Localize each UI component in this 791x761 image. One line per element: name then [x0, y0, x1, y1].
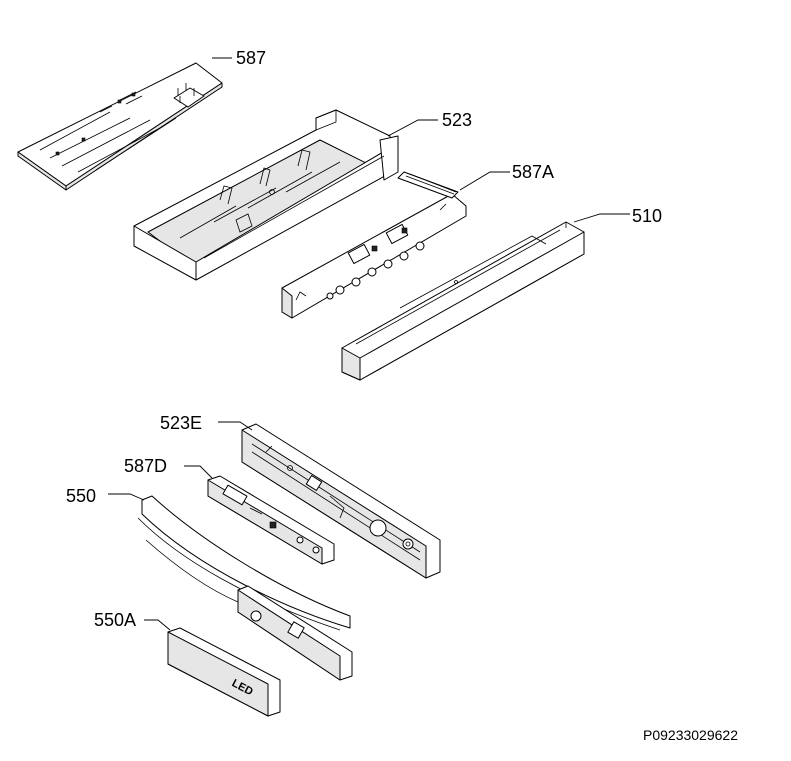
part-587A-control-board [281, 171, 467, 319]
part-523-housing [133, 109, 399, 281]
leader-510 [573, 213, 630, 223]
part-587D-display-board [207, 475, 335, 565]
callout-587: 587 [236, 48, 266, 68]
part-550A-led-cover: LED [167, 627, 281, 717]
callout-550: 550 [66, 486, 96, 506]
leader-523 [387, 119, 438, 137]
callout-510: 510 [632, 206, 662, 226]
leader-587D [184, 465, 213, 479]
part-587-circuit-board [17, 62, 223, 191]
callout-587D: 587D [124, 456, 167, 476]
part-523E-fascia-frame [241, 423, 441, 579]
leader-523E [218, 421, 253, 431]
part-510-front-strip [341, 221, 585, 381]
board-components [295, 203, 447, 301]
callout-587A: 587A [512, 162, 554, 182]
leader-550A [144, 619, 171, 631]
part-550-curved-cover [137, 495, 353, 681]
leader-587A [459, 171, 510, 191]
callout-550A: 550A [94, 610, 136, 630]
drawing-code: P09233029622 [643, 727, 738, 743]
callout-523E: 523E [160, 413, 202, 433]
leader-550 [108, 493, 145, 501]
callout-523: 523 [442, 110, 472, 130]
